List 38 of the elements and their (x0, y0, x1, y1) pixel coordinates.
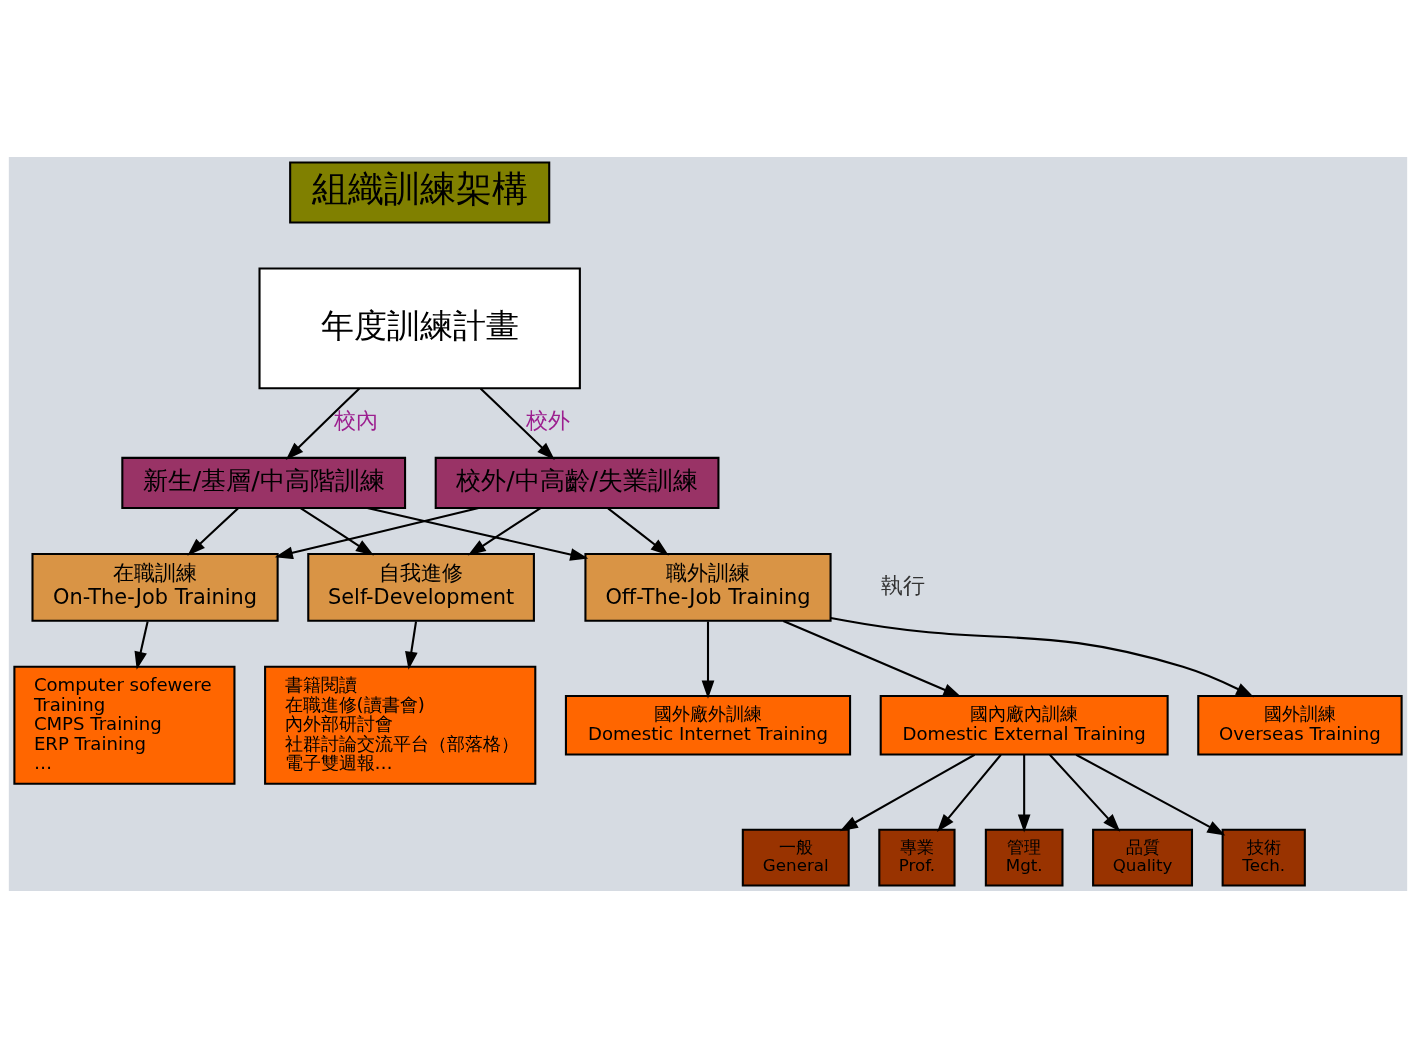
node-box: 國外廠外訓練 Domestic Internet Training (564, 694, 852, 756)
edge-label: 校內 (333, 406, 378, 433)
arrow (782, 619, 962, 697)
arrow (274, 506, 479, 559)
node-box: 在職訓練 On-The-Job Training (31, 552, 279, 622)
arrow (467, 506, 542, 556)
node-box: 校外/中高齡/失業訓練 (434, 456, 720, 509)
node-box: 一般 General (741, 828, 850, 886)
arrow (187, 507, 239, 556)
node-box: 組織訓練架構 (289, 161, 551, 223)
node-box: 年度訓練計畫 (258, 266, 581, 389)
arrow (701, 620, 715, 699)
arrow (1075, 753, 1226, 835)
node-box: 技術 Tech. (1221, 828, 1306, 886)
node-box: 國外訓練 Overseas Training (1197, 694, 1403, 756)
arrow (830, 616, 1255, 697)
node-box: 管理 Mgt. (984, 828, 1064, 886)
arrow (937, 753, 1002, 832)
node-box: 職外訓練 Off-The-Job Training (584, 552, 832, 622)
node-box: 專業 Prof. (878, 828, 956, 886)
node-box: 自我進修 Self-Development (307, 552, 535, 622)
arrow (300, 506, 374, 556)
arrow (134, 620, 149, 670)
arrow (1049, 753, 1121, 832)
node-box: 品質 Quality (1092, 828, 1194, 886)
node-box: 新生/基層/中高階訓練 (121, 456, 407, 509)
node-box: 國內廠內訓練 Domestic External Training (879, 694, 1169, 756)
edge-label: 校外 (525, 406, 570, 433)
arrow (839, 753, 976, 831)
arrow (1017, 754, 1031, 833)
node-box: 書籍閱讀 在職進修(讀書會) 內外部研討會 社群討論交流平台（部落格） 電子雙週報… (264, 665, 537, 785)
arrow (607, 507, 669, 556)
arrow (479, 387, 555, 460)
arrow (285, 387, 361, 460)
node-box: Computer sofewere Training CMPS Training ERP Training … (13, 665, 236, 785)
label: 執行 (880, 571, 925, 598)
arrow (405, 620, 418, 670)
arrow (367, 506, 589, 561)
